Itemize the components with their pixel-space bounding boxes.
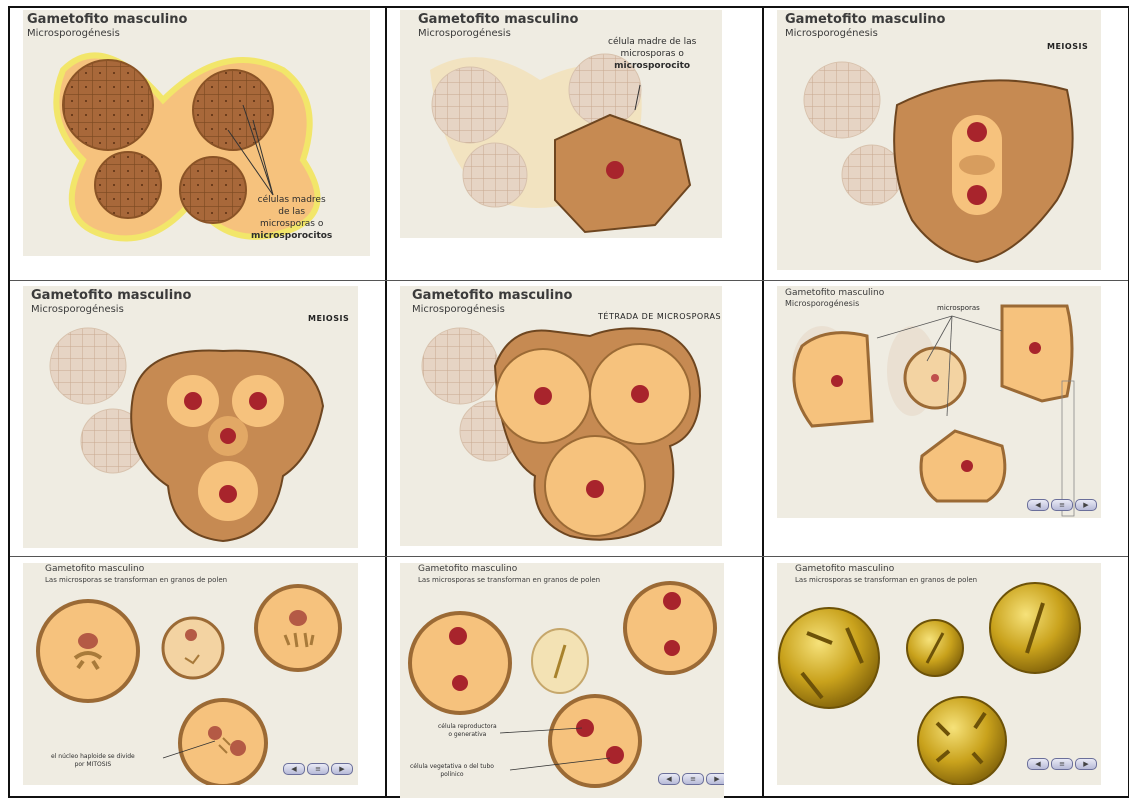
page-subtitle: Microsporogénesis — [27, 28, 120, 39]
tetrad-tag: TÉTRADA DE MICROSPORAS — [598, 312, 721, 321]
panel-meiosis-2: Gametofito masculino Microsporogénesis M… — [23, 286, 358, 548]
page-title: Gametofito masculino — [45, 564, 144, 574]
page-title: Gametofito masculino — [412, 288, 572, 303]
nucleus — [534, 387, 552, 405]
label-vegetative-cell: célula vegetativa o del tubo polínico — [410, 763, 494, 779]
nav-bar: ◀ ≡ ▶ — [1027, 758, 1097, 770]
forward-arrow-icon[interactable]: ▶ — [331, 763, 353, 775]
panel-microsporocyte: Gametofito masculino Microsporogénesis c… — [400, 10, 722, 238]
nucleus — [967, 185, 987, 205]
menu-icon[interactable]: ≡ — [1051, 499, 1073, 511]
microsporocyte-cell — [63, 60, 153, 150]
panel-microspores: Gametofito masculino Microsporogénesis m… — [777, 286, 1101, 518]
page-title: Gametofito masculino — [785, 12, 945, 27]
page-title: Gametofito masculino — [27, 12, 187, 27]
panel-microsporocytes: Gametofito masculino Microsporogénesis c… — [23, 10, 370, 256]
menu-icon[interactable]: ≡ — [1051, 758, 1073, 770]
microsporocyte-cell — [95, 152, 161, 218]
nucleus — [931, 374, 939, 382]
page-subtitle: Las microsporas se transforman en granos… — [795, 576, 977, 584]
grid-divider-v2 — [762, 8, 764, 796]
pollen-grain — [779, 608, 879, 708]
nucleus — [249, 392, 267, 410]
panel-mitosis: Gametofito masculino Las microsporas se … — [23, 563, 358, 785]
menu-icon[interactable]: ≡ — [682, 773, 704, 785]
nucleus — [1029, 342, 1041, 354]
page-subtitle: Microsporogénesis — [785, 299, 859, 308]
page-title: Gametofito masculino — [795, 564, 894, 574]
panel-tetrad: Gametofito masculino Microsporogénesis T… — [400, 286, 722, 546]
pollen-grain — [550, 696, 640, 786]
page-title: Gametofito masculino — [418, 564, 517, 574]
panel-pollen-cells: Gametofito masculino Las microsporas se … — [400, 563, 724, 798]
figure-grid: Gametofito masculino Microsporogénesis c… — [8, 6, 1129, 798]
label-microspores: microsporas — [937, 302, 980, 314]
panel-6-illustration — [777, 286, 1101, 518]
forward-arrow-icon[interactable]: ▶ — [706, 773, 724, 785]
vegetative-nucleus — [606, 746, 624, 764]
page-subtitle: Microsporogénesis — [412, 304, 505, 315]
page-subtitle: Microsporogénesis — [418, 28, 511, 39]
page-title: Gametofito masculino — [418, 12, 578, 27]
grid-divider-v1 — [385, 8, 387, 796]
annotation-mitosis: el núcleo haploide se divide por MITOSIS — [51, 753, 135, 769]
page-title: Gametofito masculino — [785, 288, 884, 298]
page-subtitle: Microsporogénesis — [31, 304, 124, 315]
menu-icon[interactable]: ≡ — [307, 763, 329, 775]
microsporocyte-cell — [180, 157, 246, 223]
back-arrow-icon[interactable]: ◀ — [1027, 499, 1049, 511]
nucleus — [967, 122, 987, 142]
label-generative-cell: célula reproductora o generativa — [438, 723, 497, 739]
panel-pollen-grains: Gametofito masculino Las microsporas se … — [777, 563, 1101, 785]
nav-bar: ◀ ≡ ▶ — [1027, 499, 1097, 511]
page-subtitle: Las microsporas se transforman en granos… — [45, 576, 227, 584]
microspore — [180, 700, 266, 785]
meiosis-tag: MEIOSIS — [308, 314, 349, 323]
meiosis-tag: MEIOSIS — [1047, 42, 1088, 51]
nucleus — [831, 375, 843, 387]
page-subtitle: Las microsporas se transforman en granos… — [418, 576, 600, 584]
annotation-microsporocytes: células madres de las microsporas o micr… — [251, 194, 332, 242]
page-title: Gametofito masculino — [31, 288, 191, 303]
nucleus — [961, 460, 973, 472]
nucleus — [184, 392, 202, 410]
pollen-grain — [918, 697, 1006, 785]
grid-divider-h1 — [10, 280, 1128, 281]
back-arrow-icon[interactable]: ◀ — [658, 773, 680, 785]
panel-4-illustration — [23, 286, 358, 548]
microspore — [163, 618, 223, 678]
nav-bar: ◀ ≡ ▶ — [283, 763, 353, 775]
annotation-microsporocyte: célula madre de las microsporas o micros… — [608, 36, 696, 72]
nav-bar: ◀ ≡ ▶ — [658, 773, 724, 785]
panel-7-illustration — [23, 563, 358, 785]
microspore — [256, 586, 340, 670]
forward-arrow-icon[interactable]: ▶ — [1075, 758, 1097, 770]
back-arrow-icon[interactable]: ◀ — [1027, 758, 1049, 770]
back-arrow-icon[interactable]: ◀ — [283, 763, 305, 775]
grid-divider-h2 — [10, 556, 1128, 557]
forward-arrow-icon[interactable]: ▶ — [1075, 499, 1097, 511]
nucleus — [606, 161, 624, 179]
nucleus — [220, 428, 236, 444]
panel-meiosis-1: Gametofito masculino Microsporogénesis M… — [777, 10, 1101, 270]
nucleus — [219, 485, 237, 503]
nucleus — [586, 480, 604, 498]
nucleus — [631, 385, 649, 403]
panel-5-illustration — [400, 286, 722, 546]
panel-9-illustration — [777, 563, 1101, 785]
page-subtitle: Microsporogénesis — [785, 28, 878, 39]
